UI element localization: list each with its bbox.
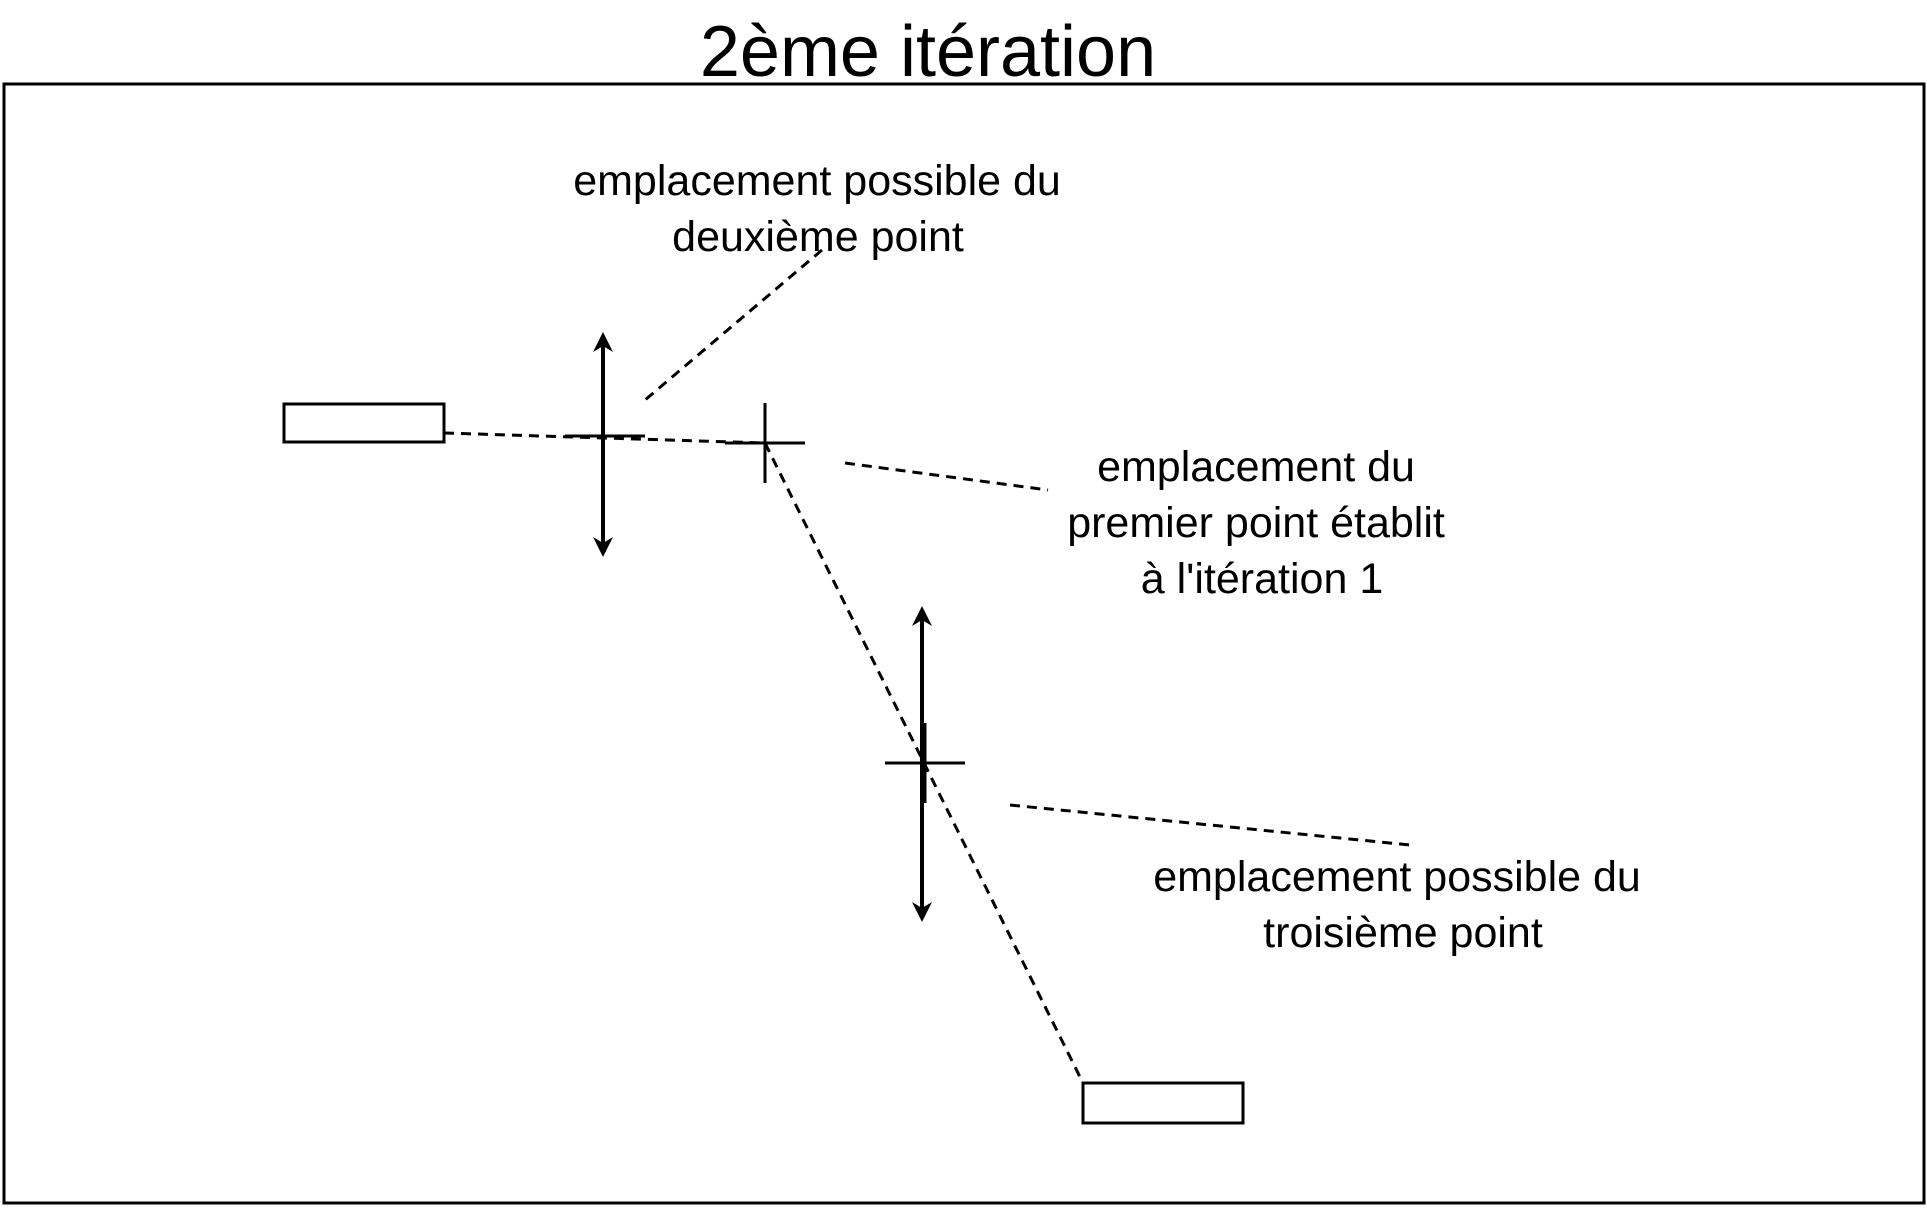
leader-line-second-point <box>644 248 823 402</box>
label-first-point: emplacement du premier point établit à l… <box>1067 443 1457 603</box>
label-third-point: emplacement possible du troisième point <box>1153 853 1653 957</box>
diagram-frame <box>2 82 1926 1205</box>
label-first-point-line: à l'itération 1 <box>1141 555 1383 603</box>
label-first-point-line: emplacement du <box>1097 443 1415 491</box>
endpoint-rectangle-left <box>282 402 446 444</box>
label-third-point-line: troisième point <box>1263 909 1543 957</box>
label-second-point: emplacement possible du deuxième point <box>573 157 1073 261</box>
label-first-point-line: premier point établit <box>1067 499 1445 547</box>
leader-line-first-point <box>844 461 1049 492</box>
label-third-point-line: emplacement possible du <box>1153 853 1641 901</box>
diagram-title: 2ème itération <box>700 12 1156 92</box>
leader-line-third-point <box>1009 803 1411 847</box>
label-second-point-line: emplacement possible du <box>573 157 1061 205</box>
label-second-point-line: deuxième point <box>672 213 964 261</box>
endpoint-rectangle-bottom <box>1081 1081 1245 1125</box>
